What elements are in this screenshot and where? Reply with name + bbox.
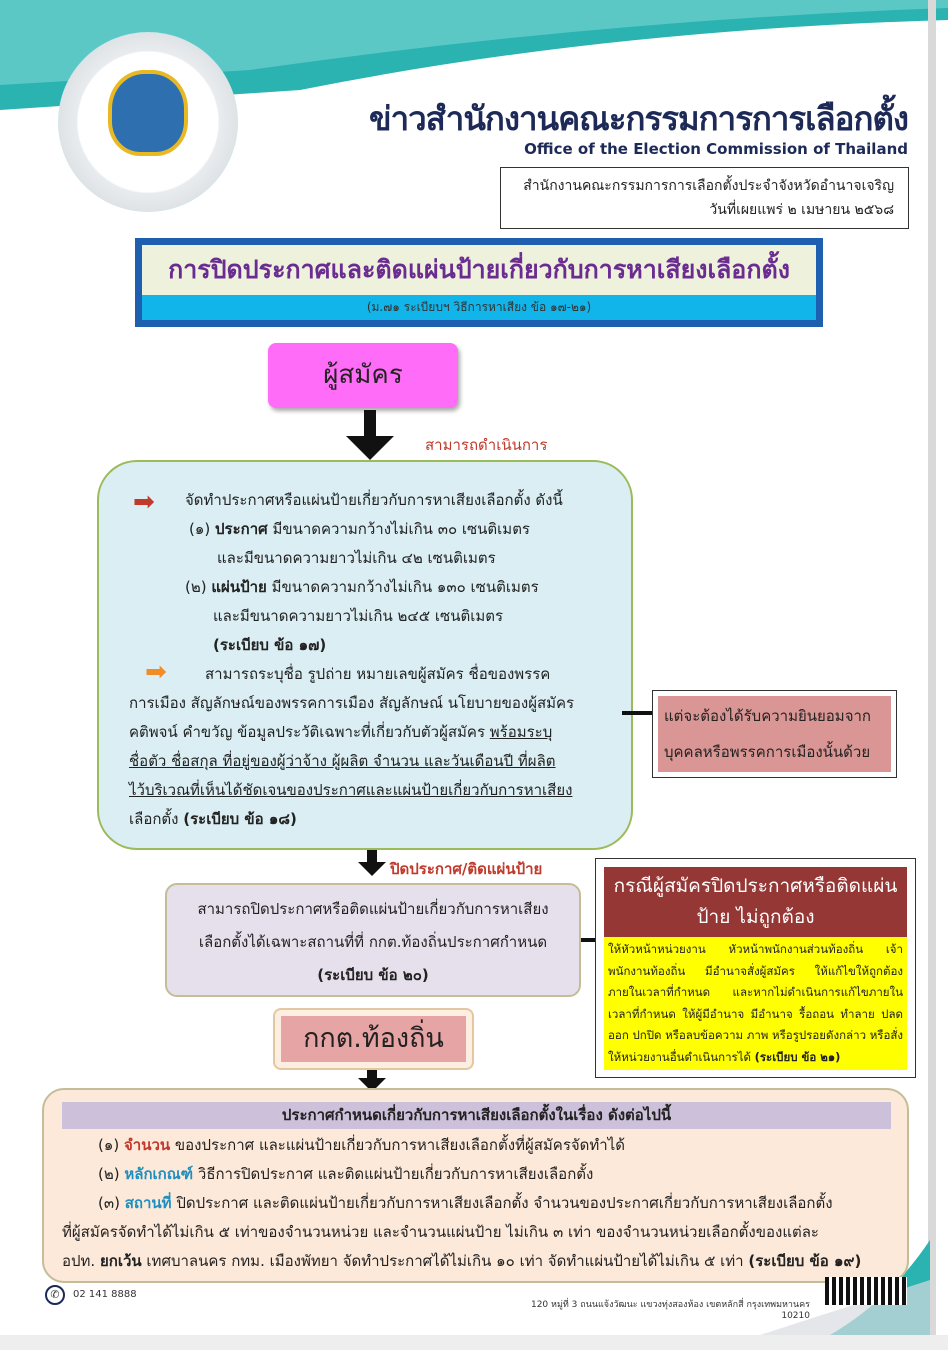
box-text: เลือกตั้งได้เฉพาะสถานที่ที่ กกต.ท้องถิ่น… <box>198 933 548 951</box>
item-text: ปิดประกาศ และติดแผ่นป้ายเกี่ยวกับการหาเส… <box>171 1194 833 1212</box>
consent-note-box: แต่จะต้องได้รับความยินยอมจากบุคคลหรือพรร… <box>652 690 897 778</box>
footer-strip <box>0 1335 948 1350</box>
item-label: แผ่นป้าย <box>211 578 267 596</box>
paragraph-line: ชื่อตัว ชื่อสกุล ที่อยู่ของผู้ว่าจ้าง ผู… <box>129 752 556 770</box>
item-keyword: สถานที่ <box>124 1194 172 1212</box>
red-arrow-icon: ➡ <box>133 487 155 517</box>
intro-text: จัดทำประกาศหรือแผ่นป้ายเกี่ยวกับการหาเสี… <box>185 491 563 509</box>
paragraph-line: พร้อมระบุ <box>489 723 553 741</box>
item-number: (๒) <box>185 578 207 596</box>
item-text: ที่ผู้สมัครจัดทำได้ไม่เกิน ๕ เท่าของจำนว… <box>62 1223 819 1241</box>
address: 120 หมู่ที่ 3 ถนนแจ้งวัฒนะ แขวงทุ่งสองห้… <box>530 1300 810 1321</box>
paragraph-line: ไว้บริเวณที่เห็นได้ชัดเจนของประกาศและแผ่… <box>129 781 573 799</box>
phone-icon: ✆ <box>45 1285 65 1305</box>
down-arrow-icon <box>346 436 394 460</box>
title-banner: การปิดประกาศและติดแผ่นป้ายเกี่ยวกับการหา… <box>135 238 823 327</box>
item-text: และมีขนาดความยาวไม่เกิน ๔๒ เซนติเมตร <box>217 549 496 567</box>
item-number: (๑) <box>98 1136 124 1154</box>
consent-note: แต่จะต้องได้รับความยินยอมจากบุคคลหรือพรร… <box>658 696 891 772</box>
down-arrow-icon <box>367 850 377 864</box>
connector-line <box>622 711 652 715</box>
header-subtitle: Office of the Election Commission of Tha… <box>524 140 908 158</box>
incorrect-posting-title: กรณีผู้สมัครปิดประกาศหรือติดแผ่นป้าย ไม่… <box>604 867 907 937</box>
office-info-box: สำนักงานคณะกรรมการการเลือกตั้งประจำจังหว… <box>500 167 909 229</box>
item-number: (๒) <box>98 1165 125 1183</box>
candidate-node: ผู้สมัคร <box>268 343 458 408</box>
item-keyword: หลักเกณฑ์ <box>124 1165 194 1183</box>
paragraph-line: คติพจน์ คำขวัญ ข้อมูลประวัติเฉพาะที่เกี่… <box>129 723 490 741</box>
item-number: (๑) <box>189 520 211 538</box>
qr-code <box>825 1277 907 1305</box>
incorrect-posting-body: ให้หัวหน้าหน่วยงาน หัวหน้าพนักงานส่วนท้อ… <box>608 942 903 1064</box>
footer: ✆ 02 141 8888 120 หมู่ที่ 3 ถนนแจ้งวัฒนะ… <box>45 1277 915 1325</box>
down-arrow-icon <box>358 862 386 876</box>
posting-location-box: สามารถปิดประกาศหรือติดแผ่นป้ายเกี่ยวกับก… <box>165 883 581 997</box>
publish-date: วันที่เผยแพร่ ๒ เมษายน ๒๕๖๘ <box>709 202 894 218</box>
paragraph-line: สามารถระบุชื่อ รูปถ่าย หมายเลขผู้สมัคร ช… <box>205 665 551 683</box>
incorrect-posting-box: กรณีผู้สมัครปิดประกาศหรือติดแผ่นป้าย ไม่… <box>595 858 916 1078</box>
banner-reference: (ม.๗๑ ระเบียบฯ วิธีการหาเสียง ข้อ ๑๗-๒๑) <box>142 295 816 320</box>
regulation-ref: (ระเบียบ ข้อ ๑๗) <box>213 636 327 654</box>
banner-title: การปิดประกาศและติดแผ่นป้ายเกี่ยวกับการหา… <box>142 245 816 295</box>
regulation-ref: (ระเบียบ ข้อ ๒๐) <box>317 966 429 984</box>
item-text: อปท. <box>62 1252 100 1270</box>
header-background <box>0 0 948 110</box>
paragraph-line: การเมือง สัญลักษณ์ของพรรคการเมือง สัญลัก… <box>129 694 575 712</box>
regulation-ref: (ระเบียบ ข้อ ๑๙) <box>748 1252 862 1270</box>
post-label: ปิดประกาศ/ติดแผ่นป้าย <box>390 860 543 878</box>
item-text: วิธีการปิดประกาศ และติดแผ่นป้ายเกี่ยวกับ… <box>193 1165 594 1183</box>
office-name: สำนักงานคณะกรรมการการเลือกตั้งประจำจังหว… <box>523 178 894 194</box>
orange-arrow-icon: ➡ <box>145 657 167 687</box>
candidate-actions-box: ➡ จัดทำประกาศหรือแผ่นป้ายเกี่ยวกับการหาเ… <box>97 460 633 850</box>
right-edge-bar <box>928 0 936 1350</box>
phone-number: 02 141 8888 <box>73 1289 137 1300</box>
can-do-label: สามารถดำเนินการ <box>425 436 548 454</box>
regulation-ref: (ระเบียบ ข้อ ๑๘) <box>183 810 297 828</box>
item-text: มีขนาดความกว้างไม่เกิน ๑๓๐ เซนติเมตร <box>266 578 539 596</box>
down-arrow-icon <box>364 410 376 436</box>
connector-line <box>581 938 595 942</box>
rules-header: ประกาศกำหนดเกี่ยวกับการหาเสียงเลือกตั้งใ… <box>62 1102 891 1129</box>
item-number: (๓) <box>98 1194 125 1212</box>
box-text: สามารถปิดประกาศหรือติดแผ่นป้ายเกี่ยวกับก… <box>197 900 549 918</box>
item-text: ของประกาศ และแผ่นป้ายเกี่ยวกับการหาเสียง… <box>170 1136 626 1154</box>
item-label: ประกาศ <box>215 520 268 538</box>
local-ect-rules-box: ประกาศกำหนดเกี่ยวกับการหาเสียงเลือกตั้งใ… <box>42 1088 909 1283</box>
item-text: เทศบาลนคร กทม. เมืองพัทยา จัดทำประกาศได้… <box>141 1252 749 1270</box>
item-keyword: จำนวน <box>124 1136 171 1154</box>
item-text: มีขนาดความกว้างไม่เกิน ๓๐ เซนติเมตร <box>267 520 530 538</box>
local-ect-node: กกต.ท้องถิ่น <box>273 1008 474 1070</box>
paragraph-line: เลือกตั้ง <box>129 810 184 828</box>
header-title: ข่าวสำนักงานคณะกรรมการการเลือกตั้ง <box>369 99 909 138</box>
local-ect-label: กกต.ท้องถิ่น <box>281 1016 466 1062</box>
down-arrow-icon <box>367 1070 377 1080</box>
ect-seal-icon <box>108 70 188 156</box>
regulation-ref: (ระเบียบ ข้อ ๒๑) <box>754 1049 841 1064</box>
item-keyword: ยกเว้น <box>99 1252 142 1270</box>
item-text: และมีขนาดความยาวไม่เกิน ๒๔๕ เซนติเมตร <box>213 607 504 625</box>
